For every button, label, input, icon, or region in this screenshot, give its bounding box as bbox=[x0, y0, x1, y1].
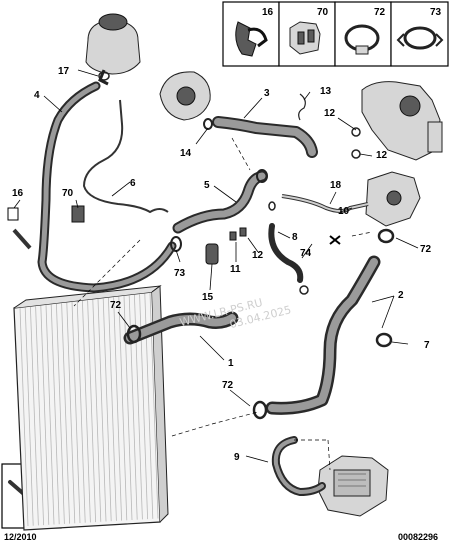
part-16-tag bbox=[7, 207, 19, 221]
bolt-11b bbox=[239, 227, 247, 237]
callout-72-left: 72 bbox=[110, 300, 122, 311]
radiator-fin bbox=[118, 296, 128, 521]
radiator-fin bbox=[50, 304, 60, 525]
hose-8 bbox=[268, 223, 304, 283]
bolt-11a bbox=[229, 231, 237, 241]
radiator-fin bbox=[40, 305, 50, 525]
clamp-15 bbox=[205, 243, 219, 265]
callout-4: 4 bbox=[34, 90, 40, 101]
radiator-fin bbox=[102, 298, 112, 522]
radiator-fin bbox=[113, 297, 122, 521]
callout-18: 18 bbox=[330, 180, 342, 191]
callout-numbers: 17 4 6 16 70 3 13 14 12 12 5 18 10 8 11 … bbox=[12, 66, 432, 463]
part-box-16-number: 16 bbox=[262, 7, 274, 18]
callout-70: 70 bbox=[62, 188, 74, 199]
part-box-72: 72 bbox=[334, 1, 392, 67]
callout-12-middle: 12 bbox=[376, 150, 388, 161]
oil-cooler bbox=[317, 455, 389, 517]
callout-1: 1 bbox=[228, 358, 234, 369]
callout-13: 13 bbox=[320, 86, 332, 97]
callout-12-lower: 12 bbox=[252, 250, 264, 261]
thermostat-housing bbox=[159, 71, 211, 121]
callout-9: 9 bbox=[234, 452, 240, 463]
callout-16: 16 bbox=[12, 188, 24, 199]
radiator-fin bbox=[123, 295, 133, 521]
radiator-fin bbox=[82, 300, 91, 523]
callout-11: 11 bbox=[230, 264, 241, 275]
part-box-73-number: 73 bbox=[430, 7, 442, 18]
hose-clamps bbox=[98, 71, 395, 420]
part-box-72-number: 72 bbox=[374, 7, 386, 18]
turbo-housing bbox=[361, 81, 443, 161]
radiator-fin bbox=[92, 299, 102, 522]
callout-8: 8 bbox=[292, 232, 298, 243]
radiator-fin bbox=[108, 297, 117, 521]
callout-2: 2 bbox=[398, 290, 404, 301]
part-box-70-number: 70 bbox=[317, 7, 329, 18]
bracket-70-icon bbox=[289, 21, 321, 55]
expansion-tank bbox=[85, 13, 141, 86]
footer-date: 12/2010 bbox=[4, 532, 37, 542]
part-box-16: 16 bbox=[222, 1, 280, 67]
bolt-74-marker bbox=[329, 235, 341, 245]
tank-cap-icon bbox=[98, 13, 128, 31]
radiator-fin bbox=[24, 307, 34, 526]
callout-17: 17 bbox=[58, 66, 70, 77]
radiator-fin bbox=[71, 301, 81, 524]
callout-73: 73 bbox=[174, 268, 186, 279]
radiator-fin bbox=[56, 303, 65, 524]
callout-72-right: 72 bbox=[420, 244, 432, 255]
water-outlet-housing bbox=[365, 171, 421, 227]
callout-12-upper: 12 bbox=[324, 108, 336, 119]
footer-reference: 00082296 bbox=[398, 532, 438, 542]
callout-7: 7 bbox=[424, 340, 430, 351]
callout-10: 10 bbox=[338, 206, 350, 217]
hose-16 bbox=[12, 228, 32, 250]
radiator-fin bbox=[87, 300, 96, 523]
part-box-73: 73 bbox=[390, 1, 449, 67]
clip-16-arm-icon bbox=[247, 27, 268, 48]
dashed-connection-lines bbox=[73, 137, 373, 471]
radiator bbox=[13, 285, 169, 531]
part-box-70: 70 bbox=[278, 1, 336, 67]
callout-3: 3 bbox=[264, 88, 270, 99]
radiator-fin bbox=[61, 303, 70, 524]
callout-14: 14 bbox=[180, 148, 192, 159]
radiator-fin bbox=[45, 304, 55, 525]
callout-15: 15 bbox=[202, 292, 214, 303]
pipe-6 bbox=[82, 99, 169, 214]
radiator-fin bbox=[66, 302, 76, 524]
radiator-fin bbox=[30, 306, 39, 526]
clip-16-icon bbox=[235, 21, 257, 57]
callout-72-lower: 72 bbox=[222, 380, 234, 391]
watermark: WWW.LR-PS.RU 03.04.2025 bbox=[178, 296, 292, 331]
callout-5: 5 bbox=[204, 180, 210, 191]
callout-74: 74 bbox=[300, 248, 312, 259]
radiator-fin bbox=[76, 301, 86, 523]
hose-clamp-73-icon bbox=[403, 26, 437, 50]
bracket-70 bbox=[71, 205, 85, 223]
hose-9 bbox=[271, 436, 326, 496]
radiator-fin bbox=[35, 306, 44, 526]
callout-6: 6 bbox=[130, 178, 136, 189]
leader-lines bbox=[13, 69, 419, 463]
spring-clip-13 bbox=[298, 93, 306, 121]
radiator-fin bbox=[97, 298, 107, 522]
radiator-fin bbox=[19, 307, 29, 527]
